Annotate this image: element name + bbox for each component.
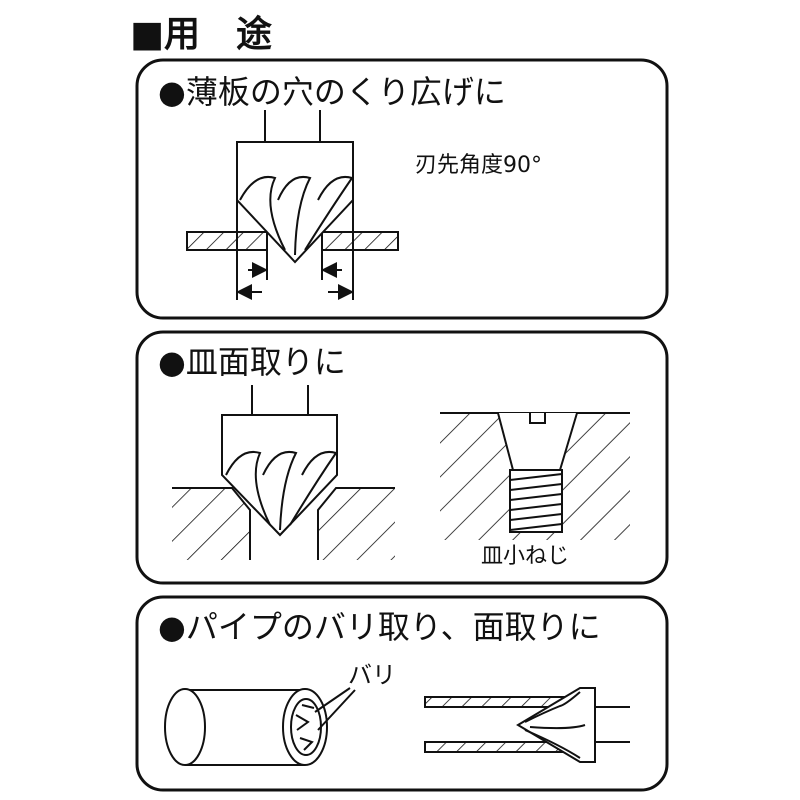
panel-pipe-deburring: ●パイプのバリ取り、面取りに バリ [135,595,669,792]
flat-head-screw-label: 皿小ねじ [481,544,569,569]
panel-chamfering: ●皿面取りに 皿小ねじ [135,330,669,585]
panel-heading: ●皿面取りに [158,343,346,381]
tip-angle-label: 刃先角度90° [415,153,542,178]
panel-heading: ●パイプのバリ取り、面取りに [158,608,601,646]
flat-head-screw-drawing [440,412,630,540]
page-title: ■用 途 [130,13,272,55]
pipe-drawing [164,687,356,766]
countersink-tool-drawing [186,110,399,300]
burr-label: バリ [348,661,396,689]
panel-thin-plate-reaming: ●薄板の穴のくり広げに 刃先角度90° [135,58,669,320]
panel-heading: ●薄板の穴のくり広げに [158,73,506,111]
chamfer-drawing [172,385,395,560]
pipe-chamfer-drawing [424,687,630,763]
